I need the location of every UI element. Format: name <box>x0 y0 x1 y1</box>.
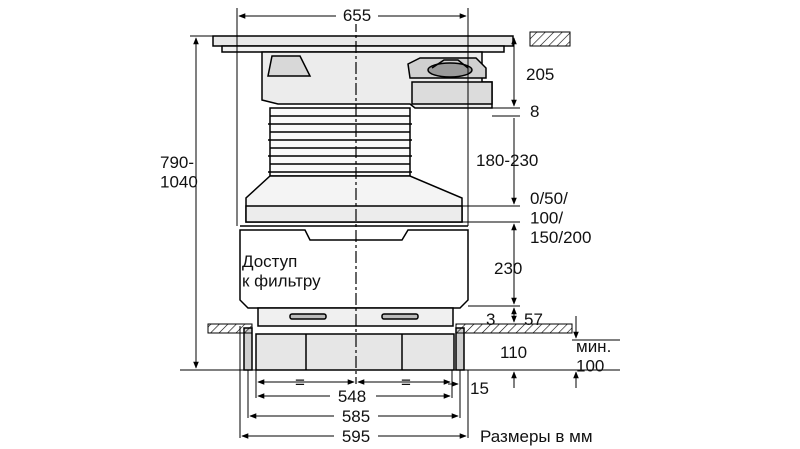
dim-180-230: 180-230 <box>476 151 538 170</box>
dim-595: 595 <box>342 427 370 446</box>
appliance-body <box>212 35 514 371</box>
worktop-section <box>529 31 571 47</box>
dim-205: 205 <box>526 65 554 84</box>
dim-15: 15 <box>470 379 489 398</box>
shelf-section-left <box>207 323 253 334</box>
dim-57: 57 <box>524 310 543 329</box>
dim-min-100: мин.100 <box>576 337 611 376</box>
units-note: Размеры в мм <box>480 427 593 446</box>
telescopic-bellows <box>268 107 412 177</box>
extension-lines <box>180 8 620 438</box>
dimension-labels: 655 790-1040 205 8 180-230 0/50/100/150/… <box>160 6 611 446</box>
dim-790-1040: 790-1040 <box>160 153 198 192</box>
dim-585: 585 <box>342 407 370 426</box>
filter-box <box>239 229 469 309</box>
dim-548: 548 <box>338 387 366 406</box>
dim-3: 3 <box>486 310 495 329</box>
dim-adjust: 0/50/100/150/200 <box>530 189 591 247</box>
equal-mark-left: = <box>295 373 305 392</box>
shelf-section-right <box>455 323 573 334</box>
dim-8: 8 <box>530 102 539 121</box>
equal-mark-right: = <box>401 373 411 392</box>
plinth-module <box>255 333 455 371</box>
fan-unit <box>407 57 487 79</box>
dim-655: 655 <box>343 6 371 25</box>
dim-110: 110 <box>500 343 527 362</box>
dim-230: 230 <box>494 259 522 278</box>
